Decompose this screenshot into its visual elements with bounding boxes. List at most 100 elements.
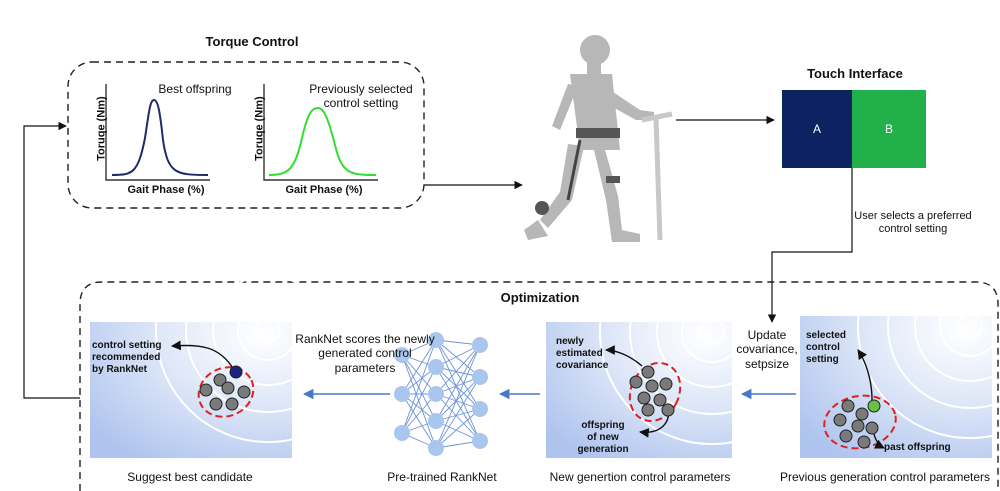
ranknet-edge xyxy=(435,344,481,395)
particle xyxy=(641,403,655,417)
new-note-top-line2: estimated xyxy=(556,348,603,359)
arrow-feedback-loop xyxy=(23,121,80,399)
update-line2: covariance, xyxy=(736,342,798,357)
particle xyxy=(213,373,227,387)
ranknet-edge xyxy=(435,393,481,442)
suggest-note-line2: recommended xyxy=(92,352,161,363)
particle xyxy=(629,375,643,389)
ranknet-node xyxy=(428,332,444,348)
ranknet-node xyxy=(428,359,444,375)
prev-plot-ylabel: Toruqe (Nm) xyxy=(253,96,266,161)
ranknet-edge xyxy=(435,339,481,410)
touch-option-b-label: B xyxy=(884,122,893,136)
ranknet-edge xyxy=(435,376,481,449)
particle xyxy=(839,429,853,443)
suggest-note-line3: by RankNet xyxy=(92,364,148,375)
touch-option-b xyxy=(852,90,926,168)
previous-selection-label-line2: control setting xyxy=(323,96,399,111)
prev-note-top: selected control setting xyxy=(806,330,876,366)
prev-plot-xlabel: Gait Phase (%) xyxy=(285,184,363,196)
ranknet-edge xyxy=(435,344,481,449)
ranknet-network xyxy=(394,332,488,456)
previous-selection-label: Previously selected control setting xyxy=(296,82,426,111)
ranknet-edge xyxy=(435,420,481,442)
previous-selection-plot xyxy=(263,84,378,181)
ranknet-node xyxy=(472,369,488,385)
particle xyxy=(641,365,655,379)
particle xyxy=(851,419,865,433)
update-covariance-note: Update covariance, setpsize xyxy=(720,328,814,371)
update-line1: Update xyxy=(747,328,787,342)
arrow-touch-to-optimization xyxy=(767,168,853,323)
rank-line1: RankNet scores the newly xyxy=(295,332,435,346)
ranknet-edge xyxy=(435,366,481,410)
particle xyxy=(237,385,251,399)
new-note-top-line1: newly xyxy=(556,336,584,347)
best-offspring-label: Best offspring xyxy=(158,82,232,96)
optimization-box xyxy=(79,281,999,491)
ranknet-node xyxy=(394,425,410,441)
ranknet-edge xyxy=(435,366,481,442)
ranknet-edge xyxy=(401,354,437,395)
update-line3: setpsize xyxy=(744,356,790,371)
suggest-note-line1: control setting xyxy=(92,340,162,351)
user-selects-note-line1: User selects a preferred xyxy=(854,210,972,222)
ranknet-caption: Pre-trained RankNet xyxy=(387,470,497,484)
new-note-bottom-line3: generation xyxy=(577,444,629,455)
new-note-bottom-line2: of new xyxy=(587,432,619,443)
ranknet-node xyxy=(428,386,444,402)
ranknet-edge xyxy=(435,344,481,422)
ranknet-node xyxy=(394,386,410,402)
user-selects-note: User selects a preferred control setting xyxy=(836,210,990,236)
prev-note-bottom: past offspring xyxy=(884,442,951,453)
touch-interface-title: Touch Interface xyxy=(807,66,903,81)
ranknet-scores-note: RankNet scores the newly generated contr… xyxy=(280,332,450,375)
ranknet-edge xyxy=(401,354,437,449)
best-offspring-curve xyxy=(111,98,209,176)
best-plot-ylabel: Toruqe (Nm) xyxy=(95,96,108,161)
rank-line3: parameters xyxy=(334,360,396,375)
prev-note-top-line3: setting xyxy=(806,354,839,365)
best-offspring-plot xyxy=(105,84,210,181)
particle xyxy=(833,413,847,427)
ranknet-node xyxy=(472,433,488,449)
highlighted-particle xyxy=(229,365,243,379)
previous-selection-label-line1: Previously selected xyxy=(309,82,413,96)
prev-caption: Previous generation control parameters xyxy=(779,470,991,484)
user-selects-note-line2: control setting xyxy=(878,223,948,236)
touch-option-a xyxy=(782,90,852,168)
particle xyxy=(855,407,869,421)
panel-previous-generation xyxy=(800,316,992,458)
particle xyxy=(653,393,667,407)
ranknet-edge xyxy=(435,376,481,422)
ranknet-node xyxy=(428,440,444,456)
new-caption: New genertion control parameters xyxy=(549,470,731,484)
ranknet-edge xyxy=(401,339,437,434)
new-note-top: newly estimated covariance xyxy=(556,336,636,372)
particle xyxy=(865,421,879,435)
ranknet-edge xyxy=(401,393,437,434)
highlighted-particle xyxy=(867,399,881,413)
panel-suggest-candidate xyxy=(90,217,381,458)
suggest-note: control setting recommended by RankNet xyxy=(92,340,202,376)
new-note-top-line3: covariance xyxy=(556,360,609,371)
particle xyxy=(857,435,871,449)
particle-dots xyxy=(199,365,881,449)
ranknet-node xyxy=(472,401,488,417)
torque-control-title: Torque Control xyxy=(205,34,299,49)
particle xyxy=(209,397,223,411)
ranknet-node xyxy=(394,347,410,363)
particle xyxy=(225,397,239,411)
ranknet-edge xyxy=(401,354,437,422)
ranknet-edge xyxy=(401,339,437,395)
ranknet-edge xyxy=(435,408,481,449)
walking-person-figure xyxy=(524,35,673,242)
particle xyxy=(637,391,651,405)
previous-selection-curve xyxy=(268,106,377,176)
particle xyxy=(199,383,213,397)
ranknet-edge xyxy=(401,393,437,449)
best-plot-xlabel: Gait Phase (%) xyxy=(127,184,205,196)
particle xyxy=(221,381,235,395)
